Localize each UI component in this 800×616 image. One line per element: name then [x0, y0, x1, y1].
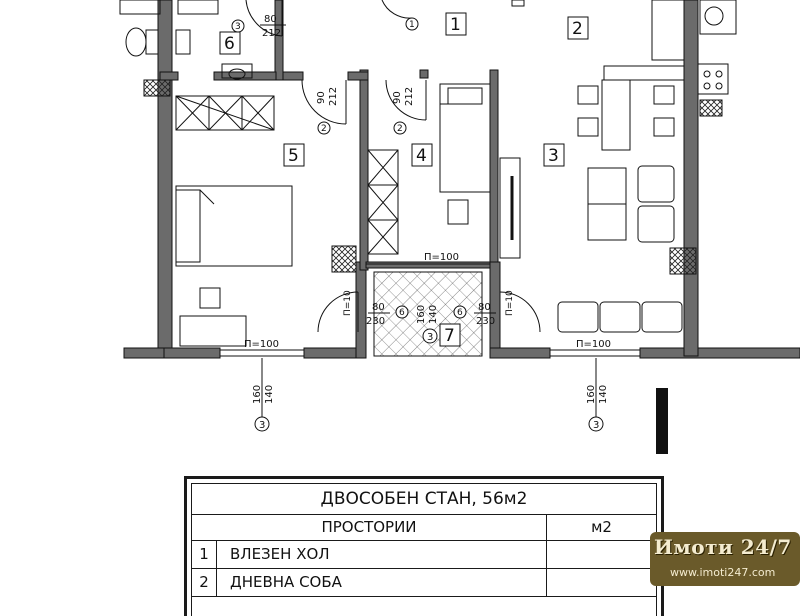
door-tag: 2: [321, 124, 327, 134]
columns: [143, 79, 723, 275]
room-label-7: 7: [444, 326, 455, 346]
door-height: 212: [262, 28, 281, 39]
legend-col-area: м2: [546, 514, 656, 540]
scale-bar: [656, 388, 668, 454]
legend-row-name: ВЛЕЗЕН ХОЛ: [230, 545, 330, 563]
legend-title: ДВОСОБЕН СТАН, 56м2: [192, 484, 656, 515]
room-label-5: 5: [288, 146, 299, 166]
door-height: 230: [366, 316, 385, 327]
room-label-6: 6: [224, 34, 235, 54]
door-labels: 3 80 212 90 212 2 90 212 2 80 230 6 80 2…: [231, 14, 496, 327]
window-tag-a: 160: [586, 385, 597, 404]
window-tag: 3: [593, 420, 599, 431]
door-tag: 6: [457, 308, 463, 318]
door-height: 212: [404, 87, 415, 106]
window-tag-b: 140: [428, 305, 439, 324]
windows-lines: [220, 263, 640, 420]
room-labels: 1 2 3 4 5 6 7: [219, 12, 589, 347]
floor-plan: 1 2 3 4 5 6 7 3 80 212 90 212 2 90 212 2…: [119, 0, 800, 454]
room-label-3: 3: [548, 146, 559, 166]
door-height: 212: [328, 87, 339, 106]
window-label: П=10: [343, 290, 353, 316]
door-tag: 1: [409, 20, 415, 30]
legend-row-name: ДНЕВНА СОБА: [230, 573, 342, 591]
watermark-logo-text: Имоти 24/7: [654, 535, 792, 559]
legend-row: 1 ВЛЕЗЕН ХОЛ: [192, 540, 656, 569]
room-label-4: 4: [416, 146, 427, 166]
legend-col-rooms: ПРОСТОРИИ: [321, 518, 417, 536]
window-tag-b: 140: [264, 385, 275, 404]
window-label: П=100: [424, 252, 459, 263]
door-width: 90: [316, 91, 327, 104]
door-width: 90: [392, 91, 403, 104]
legend-row-area: [546, 540, 656, 568]
wardrobes: [175, 95, 399, 255]
furniture: [119, 0, 737, 347]
window-tag-a: 160: [252, 385, 263, 404]
legend-row-area: [546, 568, 656, 596]
door-tag: 6: [399, 308, 405, 318]
legend-row: 2 ДНЕВНА СОБА: [192, 568, 656, 597]
door-width: 80: [264, 14, 277, 25]
window-labels: П=100 П=100 П=100 П=10 П=10: [244, 252, 611, 350]
window-label: П=100: [244, 339, 279, 350]
legend-header: ПРОСТОРИИ м2: [192, 514, 656, 541]
door-width: 80: [372, 302, 385, 313]
watermark-url: www.imoti247.com: [670, 566, 776, 579]
window-tag: 3: [427, 332, 433, 343]
window-tag-a: 160: [416, 305, 427, 324]
window-tag-b: 140: [598, 385, 609, 404]
room-legend-table: ДВОСОБЕН СТАН, 56м2 ПРОСТОРИИ м2 1 ВЛЕЗЕ…: [184, 476, 664, 616]
room-label-2: 2: [572, 19, 583, 39]
door-tag: 3: [235, 22, 241, 32]
door-height: 230: [476, 316, 495, 327]
room-label-1: 1: [450, 15, 461, 35]
window-tag: 3: [259, 420, 265, 431]
doors: [245, 0, 541, 333]
legend-row-number: 1: [192, 540, 217, 568]
window-label: П=10: [505, 290, 515, 316]
door-width: 80: [478, 302, 491, 313]
legend-row-number: 2: [192, 568, 217, 596]
door-tag: 2: [397, 124, 403, 134]
window-label: П=100: [576, 339, 611, 350]
window-tags: 160 140 3 160 140 3 160 140 3: [252, 305, 609, 432]
watermark-logo: Имоти 24/7 www.imoti247.com: [650, 532, 800, 586]
